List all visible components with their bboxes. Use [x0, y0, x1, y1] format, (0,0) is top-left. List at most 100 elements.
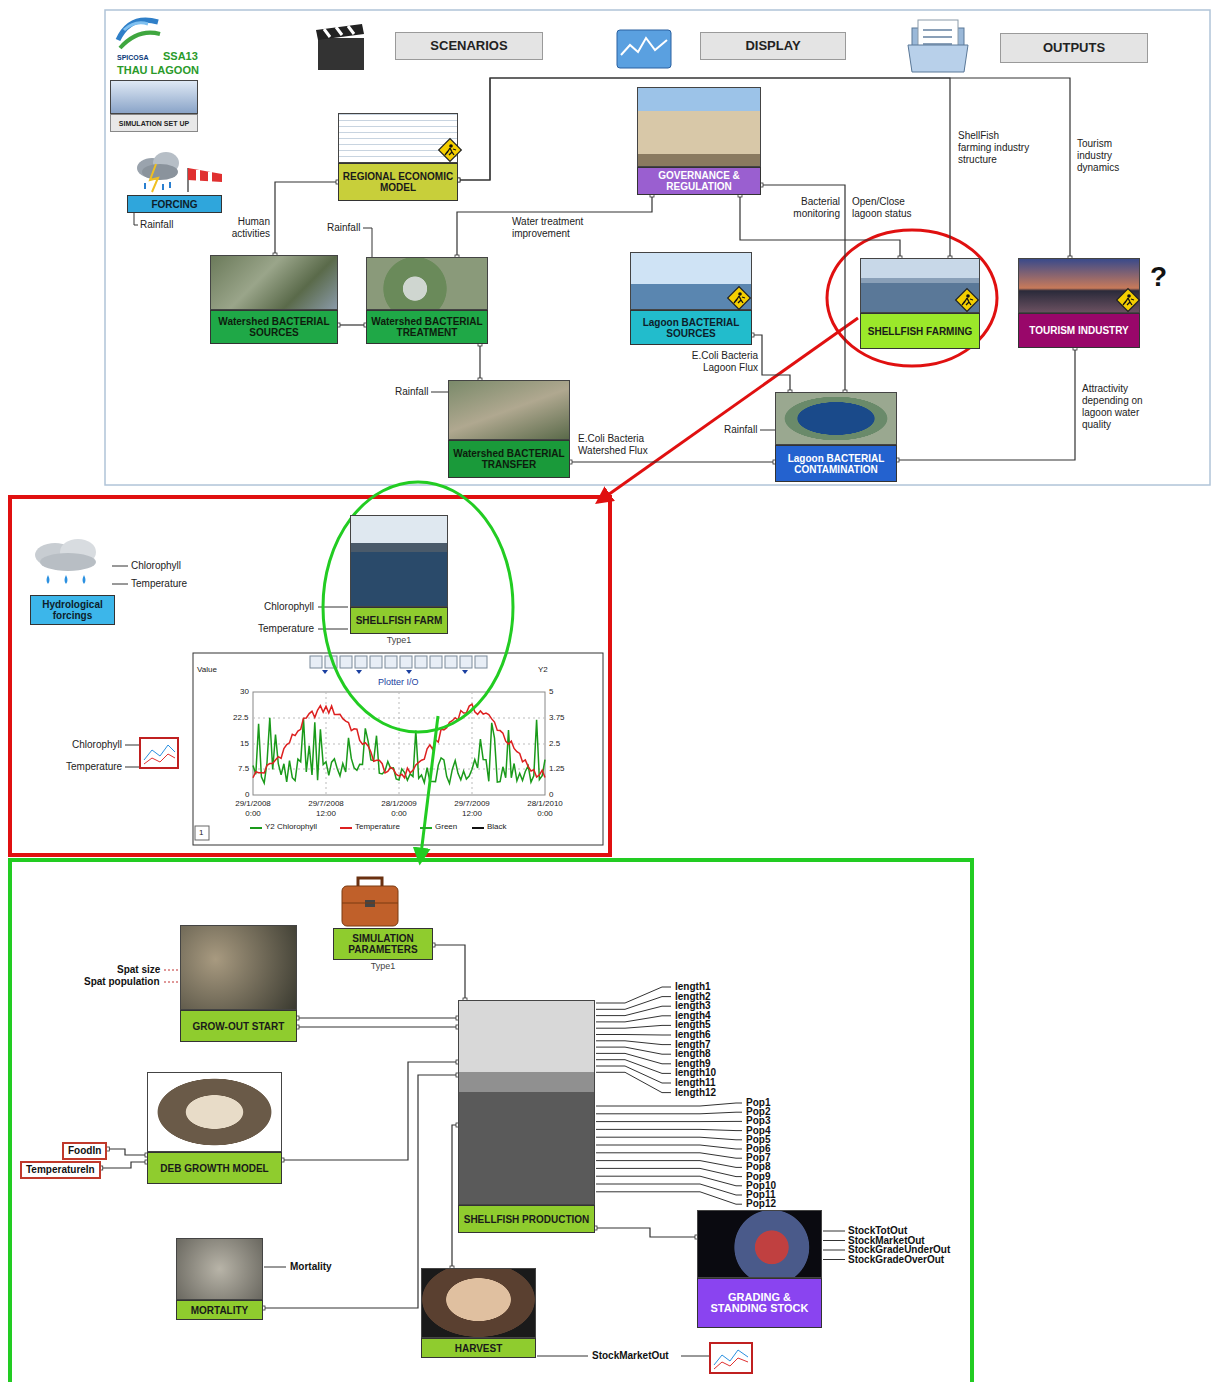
node-title: DISPLAY	[745, 38, 800, 54]
connector-label: Tourism industry dynamics	[1077, 138, 1147, 174]
model-block: Watershed BACTERIAL TREATMENT	[366, 257, 488, 344]
legend-text: Green	[435, 822, 457, 832]
question-mark: ?	[1150, 262, 1167, 292]
connector	[593, 1226, 699, 1239]
output-name: StockTotOut	[848, 1226, 907, 1236]
node-picture	[860, 258, 980, 313]
node-label-bar: SHELLFISH FARMING	[860, 313, 980, 349]
node-label-bar: Watershed BACTERIAL TRANSFER	[448, 440, 570, 478]
connector-label: Bacterial monitoring	[772, 196, 840, 220]
port-label: Chlorophyll	[264, 601, 314, 613]
axis-tick: 22.5	[233, 713, 249, 723]
node-title: GOVERNANCE & REGULATION	[641, 170, 757, 192]
plot-icon	[140, 738, 178, 768]
node-label-bar: GRADING & STANDING STOCK	[697, 1278, 822, 1328]
output-wire	[596, 1112, 742, 1114]
node-title: HARVEST	[455, 1343, 503, 1354]
axis-tick: 0	[549, 790, 553, 800]
output-wire	[596, 1041, 671, 1045]
node-picture	[775, 392, 897, 445]
node-title: GROW-OUT START	[193, 1021, 285, 1032]
output-name: length7	[675, 1040, 711, 1050]
connector-line	[458, 78, 950, 258]
connector	[478, 342, 482, 382]
node-picture	[421, 1268, 536, 1338]
leader-lines	[112, 213, 845, 1356]
connector-label: Human activities	[212, 216, 270, 240]
legend-text: Black	[487, 822, 507, 832]
forcing-icon	[137, 152, 222, 192]
axis-tick: 1.25	[549, 764, 565, 774]
input-port: TemperatureIn	[20, 1161, 101, 1179]
node-title: Lagoon BACTERIAL CONTAMINATION	[779, 453, 893, 475]
output-name: length12	[675, 1088, 716, 1098]
node-picture	[458, 1000, 595, 1205]
node-label-bar: DISPLAY	[700, 32, 846, 60]
output-name: length3	[675, 1001, 711, 1011]
chart	[193, 653, 603, 845]
logo	[118, 20, 160, 48]
node-picture	[30, 540, 115, 595]
node-title: SHELLFISH PRODUCTION	[464, 1214, 590, 1225]
legend-text: Y2 Chlorophyll	[265, 822, 317, 832]
axis-title: Value	[197, 665, 217, 675]
connector-line	[457, 195, 652, 257]
output-wire	[596, 1145, 742, 1149]
connector-line	[595, 1228, 697, 1237]
model-block: GRADING & STANDING STOCK	[697, 1210, 822, 1328]
output-leaders	[596, 987, 742, 1204]
node-picture	[448, 380, 570, 440]
port-label: Spat size	[117, 964, 160, 976]
plot-icon	[710, 1343, 752, 1373]
connector-label: ShellFish farming industry structure	[958, 130, 1030, 166]
model-block: FORCING	[127, 150, 222, 213]
model-block: TOURISM INDUSTRY	[1018, 258, 1140, 348]
node-label-bar: GOVERNANCE & REGULATION	[637, 167, 761, 195]
connector	[336, 323, 368, 327]
output-wire	[596, 987, 671, 1003]
axis-date: 29/1/2008 0:00	[228, 799, 278, 819]
connector	[295, 1025, 460, 1029]
port-label: Chlorophyll	[131, 560, 181, 572]
axis-tick: 7.5	[238, 764, 249, 774]
page-number: 1	[199, 828, 203, 838]
connector	[295, 1016, 460, 1020]
port-label: Rainfall	[140, 219, 173, 231]
port-label: Chlorophyll	[72, 739, 122, 751]
connector-label: Water treatment improvement	[512, 216, 612, 240]
node-title: SCENARIOS	[430, 38, 507, 54]
output-wire	[596, 1168, 742, 1176]
node-picture	[180, 925, 297, 1010]
node-label-bar: Lagoon BACTERIAL CONTAMINATION	[775, 445, 897, 482]
output-wire	[596, 1129, 742, 1130]
node-picture	[637, 87, 761, 167]
node-label-bar: DEB GROWTH MODEL	[147, 1152, 282, 1184]
legend-sample	[250, 827, 262, 829]
toolbar-button: DISPLAY	[700, 32, 846, 60]
output-wire	[596, 997, 671, 1010]
legend-text: Temperature	[355, 822, 400, 832]
output-wire	[596, 1121, 742, 1122]
port-label: Spat population	[84, 976, 160, 988]
port-label: Rainfall	[395, 386, 428, 398]
output-name: length11	[675, 1078, 716, 1088]
node-label-bar: TOURISM INDUSTRY	[1018, 313, 1140, 348]
axis-title: Y2	[538, 665, 548, 675]
node-picture	[333, 873, 433, 928]
node-title: Watershed BACTERIAL SOURCES	[214, 316, 334, 338]
output-wire	[596, 1066, 671, 1083]
model-block: SHELLFISH PRODUCTION	[458, 1000, 595, 1233]
node-label-bar: Watershed BACTERIAL SOURCES	[210, 310, 338, 344]
axis-tick: 3.75	[549, 713, 565, 723]
hydro-icon	[35, 539, 96, 584]
model-block: GOVERNANCE & REGULATION	[637, 87, 761, 195]
node-title: SHELLFISH FARMING	[868, 326, 972, 337]
connector	[431, 943, 467, 1002]
output-name: length8	[675, 1049, 711, 1059]
scenarios-icon	[316, 24, 364, 70]
connector-line	[479, 344, 480, 380]
output-name: length9	[675, 1059, 711, 1069]
connector	[273, 180, 340, 257]
node-title: TemperatureIn	[26, 1164, 95, 1176]
connector	[456, 78, 1072, 260]
